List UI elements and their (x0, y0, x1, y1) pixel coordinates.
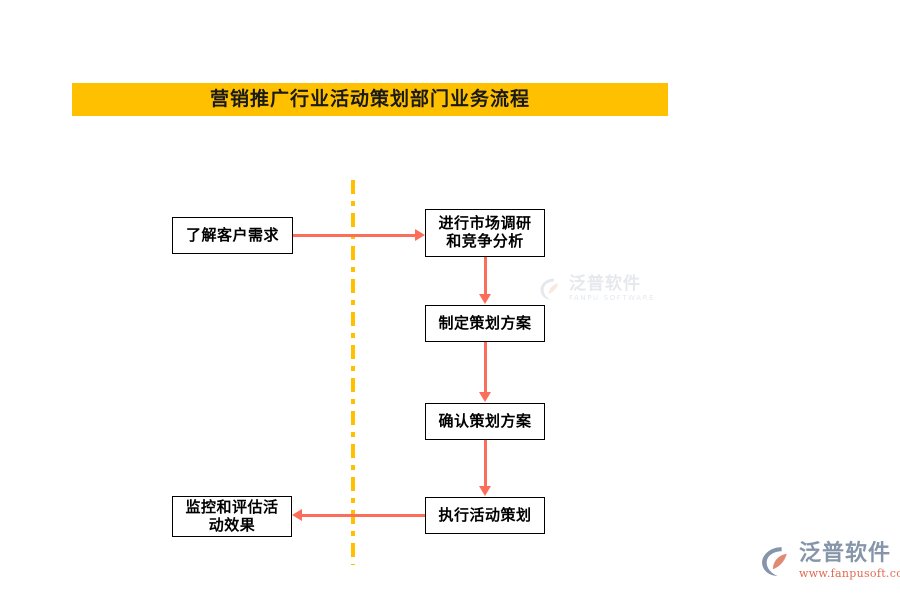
connector-execute-event-to-monitor-evaluate (300, 514, 425, 517)
connector-market-research-to-make-plan (484, 257, 487, 297)
flow-node-market-research[interactable]: 进行市场调研 和竞争分析 (425, 209, 545, 257)
fanpu-logo-icon (762, 546, 787, 576)
flow-node-understand-needs[interactable]: 了解客户需求 (172, 217, 293, 254)
flow-node-label: 进行市场调研 和竞争分析 (438, 214, 532, 250)
center-watermark-en: FANPU SOFTWARE (569, 294, 656, 302)
flow-node-label: 确认策划方案 (438, 411, 532, 430)
flow-node-monitor-evaluate[interactable]: 监控和评估活 动效果 (172, 496, 292, 537)
brand-words: 泛普软件 www.fanpusoft.com (799, 541, 900, 580)
flow-node-label: 监控和评估活 动效果 (185, 497, 279, 534)
brand-url: www.fanpusoft.com (799, 567, 900, 580)
connector-understand-needs-to-market-research (293, 234, 418, 237)
arrowhead-down-icon (479, 392, 491, 402)
page-title-banner: 营销推广行业活动策划部门业务流程 (72, 83, 668, 116)
flow-node-label: 了解客户需求 (185, 225, 279, 244)
connector-confirm-plan-to-execute-event (484, 440, 487, 488)
brand-logo: 泛普软件 www.fanpusoft.com (760, 543, 900, 579)
arrowhead-left-icon (292, 509, 302, 521)
arrowhead-down-icon (479, 294, 491, 304)
flow-node-label: 制定策划方案 (438, 313, 532, 332)
connector-make-plan-to-confirm-plan (484, 342, 487, 394)
center-watermark: 泛普软件 FANPU SOFTWARE (538, 276, 655, 302)
arrowhead-right-icon (415, 229, 425, 241)
center-watermark-cn: 泛普软件 (569, 274, 641, 294)
brand-name: 泛普软件 (799, 541, 892, 566)
vertical-dash-dot-divider (351, 180, 355, 565)
page-title: 营销推广行业活动策划部门业务流程 (209, 88, 530, 110)
flow-node-label: 执行活动策划 (438, 505, 532, 524)
flow-node-confirm-plan[interactable]: 确认策划方案 (425, 403, 545, 440)
flow-node-execute-event[interactable]: 执行活动策划 (425, 497, 545, 534)
arrowhead-down-icon (479, 486, 491, 496)
fanpu-logo-icon (540, 278, 559, 300)
center-watermark-words: 泛普软件 FANPU SOFTWARE (569, 276, 655, 302)
flow-node-make-plan[interactable]: 制定策划方案 (425, 305, 545, 342)
